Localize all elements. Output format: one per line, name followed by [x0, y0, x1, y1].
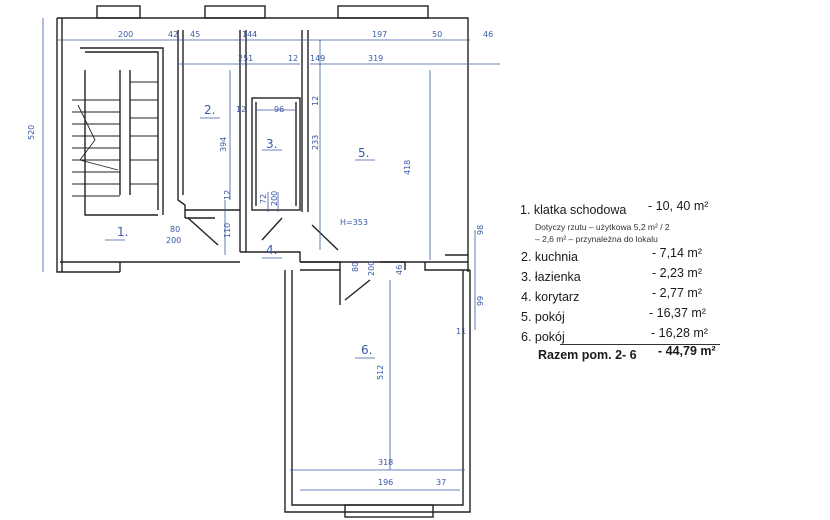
dim-99: 99 — [476, 296, 485, 306]
legend-item-3-area: - 2,23 m² — [652, 266, 703, 280]
room-1-number: 1. — [117, 225, 128, 239]
dim-144: 144 — [242, 30, 257, 39]
dim-512: 512 — [376, 365, 385, 380]
dim-12a: 12 — [288, 54, 298, 63]
dim-50: 50 — [432, 30, 442, 39]
dim-46-top: 46 — [483, 30, 493, 39]
dim-45: 45 — [190, 30, 200, 39]
dim-233: 233 — [311, 135, 320, 150]
legend-item-1-label: 1. klatka schodowa — [520, 203, 627, 217]
dim-80a: 80 — [170, 225, 180, 234]
dim-200a: 200 — [166, 236, 181, 245]
room-height: H=353 — [340, 218, 368, 227]
dim-12d: 12 — [223, 190, 232, 200]
dim-46-mid: 46 — [395, 265, 404, 275]
dim-520: 520 — [27, 125, 36, 140]
dim-42: 42 — [168, 30, 178, 39]
legend-note-line1: Dotyczy rzutu – użytkowa 5,2 m² / 2 — [535, 222, 670, 232]
dim-110: 110 — [223, 223, 232, 238]
walls — [56, 5, 471, 518]
dim-319: 319 — [368, 54, 383, 63]
legend-item-4-area: - 2,77 m² — [652, 286, 703, 300]
dim-318: 318 — [378, 458, 393, 467]
room-3-number: 3. — [266, 137, 277, 151]
dim-197: 197 — [372, 30, 387, 39]
legend-item-6-label: 6. pokój — [521, 330, 565, 344]
legend-item-2-area: - 7,14 m² — [652, 246, 703, 260]
dim-200b: 200 — [367, 261, 376, 276]
dim-394: 394 — [219, 137, 228, 152]
dim-418: 418 — [403, 160, 412, 175]
dim-98: 98 — [476, 225, 485, 235]
room-4-number: 4. — [266, 243, 277, 257]
legend-item-1-area: - 10, 40 m² — [648, 199, 709, 213]
dimension-lines — [42, 18, 500, 491]
dim-200-mid: 200 — [270, 191, 279, 206]
dim-149: 149 — [310, 54, 325, 63]
dim-96: 96 — [274, 105, 284, 114]
legend-total-rule — [560, 344, 720, 345]
legend-item-2-label: 2. kuchnia — [521, 250, 578, 264]
room-5-number: 5. — [358, 146, 369, 160]
legend-item-6-area: - 16,28 m² — [651, 326, 708, 340]
legend-item-5-label: 5. pokój — [521, 310, 565, 324]
dim-72: 72 — [259, 194, 268, 204]
legend-item-5-area: - 16,37 m² — [649, 306, 706, 320]
legend-total-area: - 44,79 m² — [658, 344, 716, 358]
legend-item-4-label: 4. korytarz — [521, 290, 580, 304]
dim-80b: 80 — [351, 262, 360, 272]
dim-196: 196 — [378, 478, 393, 487]
dim-251: 251 — [238, 54, 253, 63]
dim-12b: 12 — [236, 105, 246, 114]
dim-37: 37 — [436, 478, 446, 487]
dim-11: 11 — [456, 327, 466, 336]
legend-item-3-label: 3. łazienka — [521, 270, 581, 284]
dim-200-top: 200 — [118, 30, 133, 39]
dim-12c: 12 — [311, 96, 320, 106]
legend-total-label: Razem pom. 2- 6 — [538, 348, 637, 362]
room-2-number: 2. — [204, 103, 215, 117]
room-6-number: 6. — [361, 343, 372, 357]
legend-note-line2: – 2,6 m² – przynależna do lokalu — [535, 234, 658, 244]
